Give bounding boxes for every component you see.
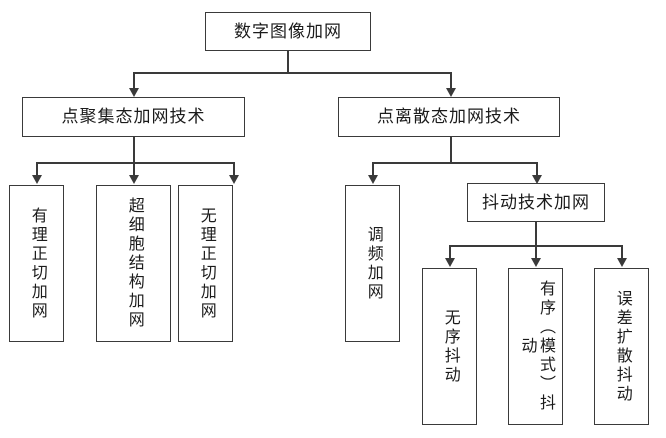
connector-dither-to-ordered-drop xyxy=(535,245,537,259)
node-disperse-dot-screening[interactable]: 点离散态加网技术 xyxy=(338,97,560,137)
arrow-dither-to-ordered-dither xyxy=(531,258,541,267)
arrow-root-to-cluster-dot xyxy=(129,88,139,97)
arrow-dither-to-error-diffusion-dither xyxy=(617,258,627,267)
node-supercell-screening[interactable]: 超细胞结构加网 xyxy=(96,185,171,342)
connector-cluster-to-rational-drop xyxy=(36,162,38,176)
connector-cluster-bus xyxy=(37,162,234,164)
node-rational-tangent-screening[interactable]: 有理正切加网 xyxy=(9,185,64,342)
connector-cluster-to-irrational-drop xyxy=(233,162,235,176)
connector-disperse-to-dither-drop xyxy=(536,162,538,176)
connector-cluster-to-supercell-drop xyxy=(133,162,135,176)
arrow-cluster-to-supercell xyxy=(129,175,139,184)
connector-disperse-bus xyxy=(373,162,537,164)
arrow-disperse-to-fm-screening xyxy=(368,175,378,184)
node-cluster-dot-screening[interactable]: 点聚集态加网技术 xyxy=(22,97,245,137)
connector-root-bus xyxy=(134,72,451,74)
connector-disperse-stem xyxy=(450,137,452,163)
arrow-disperse-to-dither-tech xyxy=(532,175,542,184)
arrow-dither-to-random-dither xyxy=(445,258,455,267)
connector-root-stem xyxy=(287,51,289,73)
node-ordered-pattern-dither[interactable]: 有序（模式）抖动 xyxy=(508,268,563,425)
connector-cluster-stem xyxy=(133,137,135,163)
node-fm-screening[interactable]: 调频加网 xyxy=(345,185,400,342)
node-irrational-tangent-screening[interactable]: 无理正切加网 xyxy=(178,185,233,342)
connector-dither-stem xyxy=(535,222,537,246)
node-dither-technology-screening[interactable]: 抖动技术加网 xyxy=(467,183,605,222)
connector-dither-to-random-drop xyxy=(449,245,451,259)
node-error-diffusion-dither[interactable]: 误差扩散抖动 xyxy=(594,268,649,425)
arrow-root-to-disperse-dot xyxy=(446,88,456,97)
arrow-cluster-to-rational-tangent xyxy=(32,175,42,184)
connector-root-to-right-drop xyxy=(450,72,452,89)
arrow-cluster-to-irrational-tangent xyxy=(229,175,239,184)
node-random-dither[interactable]: 无序抖动 xyxy=(422,268,477,425)
connector-dither-to-error-drop xyxy=(621,245,623,259)
node-root-digital-image-screening[interactable]: 数字图像加网 xyxy=(205,12,371,51)
connector-root-to-left-drop xyxy=(133,72,135,89)
connector-disperse-to-fm-drop xyxy=(372,162,374,176)
